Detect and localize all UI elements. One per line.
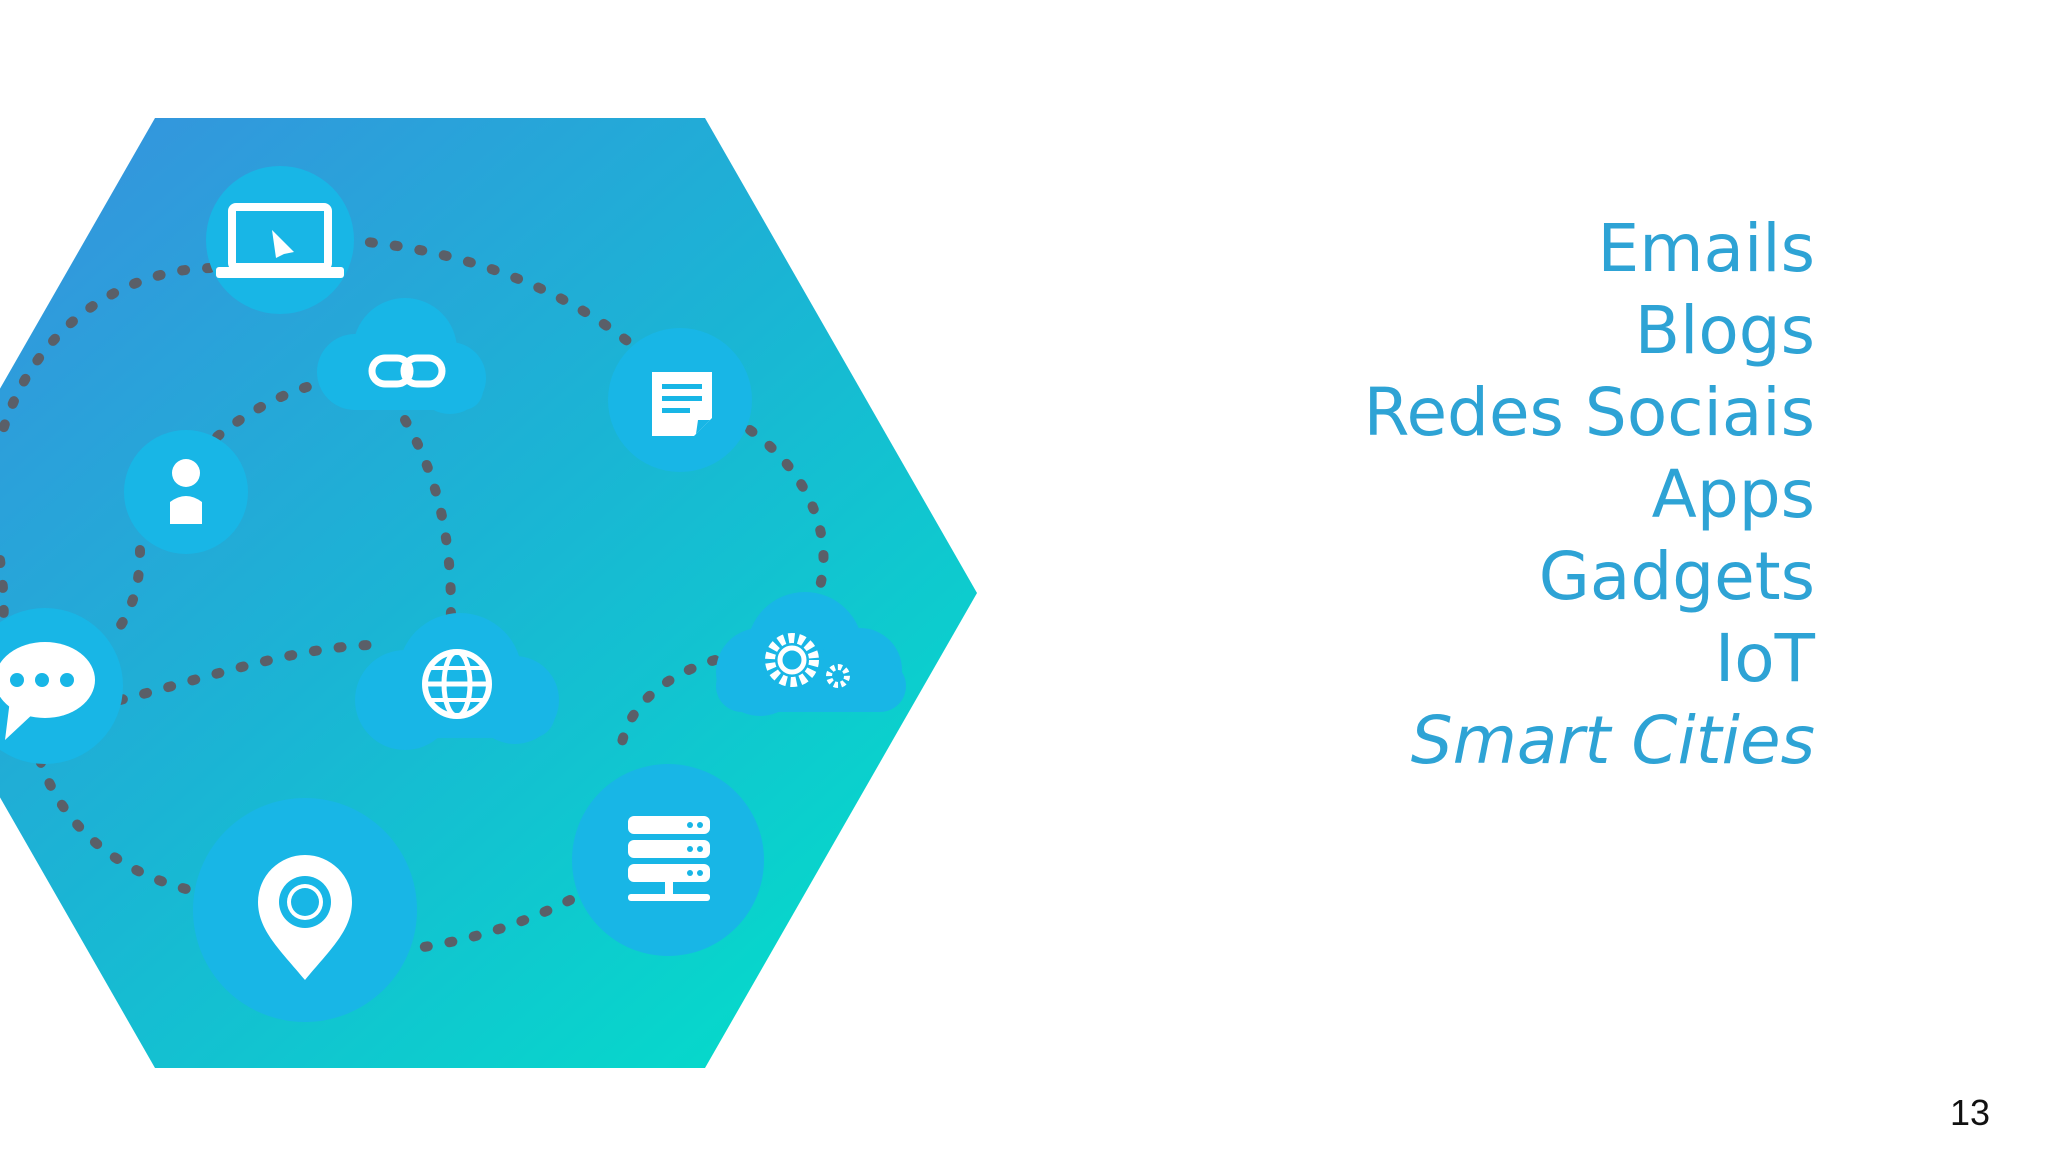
- link-icon: [317, 298, 486, 414]
- laptop-icon: [206, 166, 354, 314]
- topic-blogs: Blogs: [1634, 292, 1815, 369]
- topic-emails: Emails: [1597, 210, 1816, 287]
- globe-icon: [355, 613, 559, 750]
- topic-gadgets: Gadgets: [1538, 538, 1815, 615]
- gears-icon: [716, 592, 906, 716]
- topic-list: Emails Blogs Redes Sociais Apps Gadgets …: [1055, 208, 1815, 782]
- location-pin-icon: [193, 798, 417, 1022]
- network-hexagon-illustration: [0, 118, 977, 1068]
- topic-redes-sociais: Redes Sociais: [1363, 374, 1815, 451]
- topic-apps: Apps: [1651, 456, 1815, 533]
- network-lines: [0, 235, 829, 955]
- topic-iot: IoT: [1714, 620, 1815, 697]
- server-icon: [572, 764, 764, 956]
- user-icon: [124, 430, 248, 554]
- document-icon: [608, 328, 752, 472]
- page-number: 13: [1949, 1092, 1990, 1133]
- chat-bubble-icon: [0, 608, 123, 764]
- hexagon-background: [0, 118, 977, 1068]
- topic-smart-cities: Smart Cities: [1410, 702, 1815, 779]
